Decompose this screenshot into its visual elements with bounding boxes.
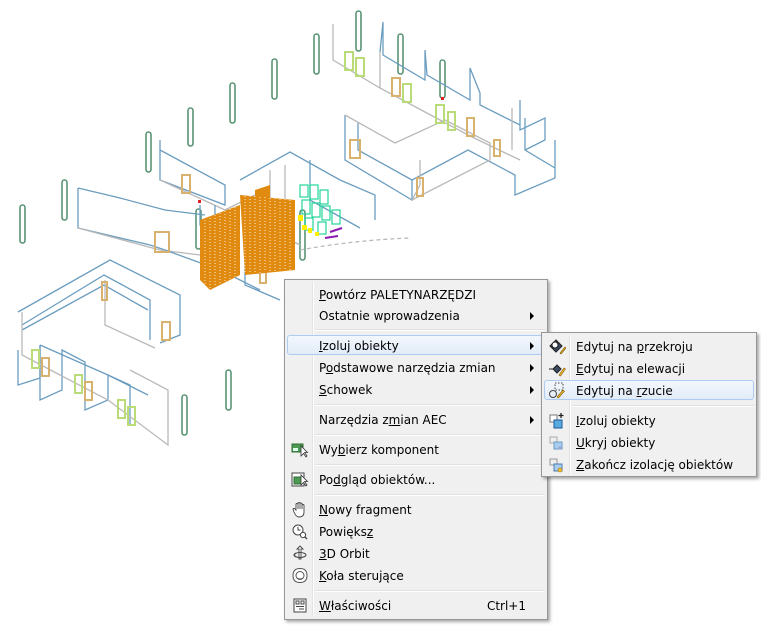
menu-item-label: Narzędzia zmian AEC — [319, 413, 447, 427]
column — [225, 369, 232, 411]
fixtures-purple — [324, 227, 343, 239]
menu-separator — [315, 494, 545, 496]
select-component-icon — [291, 443, 309, 458]
column — [355, 10, 362, 52]
menu-item-pan[interactable]: Nowy fragment — [287, 499, 545, 519]
icon-gutter — [569, 335, 571, 474]
doors-windows-top-right — [344, 51, 501, 197]
pan-hand-icon — [292, 502, 305, 518]
menu-item-label: Właściwości — [319, 599, 392, 613]
menu-item-label: Powtórz PALETYNARZĘDZI — [319, 288, 476, 302]
column — [439, 59, 446, 99]
menu-item-label: Zakończ izolację obiektów — [576, 458, 734, 472]
submenu-item-edit-in-elevation[interactable]: Edytuj na elewacji — [544, 358, 754, 378]
menu-separator — [315, 464, 545, 466]
menu-item-label: Edytuj na przekroju — [576, 340, 693, 354]
column — [181, 394, 188, 436]
menu-item-label: 3D Orbit — [319, 547, 370, 561]
hide-objects-icon — [549, 436, 563, 450]
icon-gutter — [312, 282, 314, 617]
menu-item-label: Koła sterujące — [319, 569, 404, 583]
menu-item-label: Edytuj na elewacji — [576, 362, 686, 376]
submenu-arrow-icon — [530, 416, 534, 424]
submenu-arrow-icon — [530, 312, 534, 320]
isolate-objects-submenu: Edytuj na przekroju Edytuj na elewacji E… — [541, 332, 757, 477]
hatched-wall-orange — [200, 185, 295, 290]
menu-item-object-viewer[interactable]: Podgląd obiektów... — [287, 469, 545, 489]
menu-item-label: Podstawowe narzędzia zmian — [319, 361, 496, 375]
submenu-arrow-icon — [530, 386, 534, 394]
column — [397, 33, 404, 75]
menu-item-select-component[interactable]: Wybierz komponent — [287, 439, 545, 459]
submenu-item-hide-objects[interactable]: Ukryj obiekty — [544, 432, 754, 452]
hatched-wall-cyan — [299, 184, 341, 235]
menu-item-zoom[interactable]: Powiększ — [287, 521, 545, 541]
submenu-arrow-icon — [530, 342, 534, 350]
marker-red — [198, 97, 444, 203]
menu-item-label: Schowek — [319, 383, 373, 397]
menu-item-label: Izoluj obiekty — [319, 339, 399, 353]
menu-item-recent-input[interactable]: Ostatnie wprowadzenia — [287, 305, 545, 325]
menu-item-label: Podgląd obiektów... — [319, 473, 436, 487]
properties-icon — [293, 598, 307, 613]
isolate-objects-icon — [549, 413, 564, 429]
menu-item-properties[interactable]: Właściwości Ctrl+1 — [287, 595, 545, 615]
column — [229, 82, 236, 124]
menu-item-isolate-objects[interactable]: Izoluj obiekty — [287, 335, 545, 355]
doors-windows-lower-left — [31, 281, 171, 426]
submenu-item-isolate-objects[interactable]: Izoluj obiekty — [544, 410, 754, 430]
menu-item-label: Nowy fragment — [319, 503, 412, 517]
menu-item-aec-modify-tools[interactable]: Narzędzia zmian AEC — [287, 409, 545, 429]
submenu-item-edit-in-section[interactable]: Edytuj na przekroju — [544, 336, 754, 356]
zoom-realtime-icon — [292, 524, 308, 540]
end-isolation-icon — [549, 458, 563, 473]
menu-separator — [315, 329, 545, 331]
column — [271, 58, 278, 100]
menu-separator — [315, 404, 545, 406]
hatch-texture — [204, 196, 291, 288]
column — [187, 107, 194, 147]
object-viewer-icon — [291, 472, 309, 487]
column — [19, 204, 26, 244]
orbit-icon — [293, 545, 307, 560]
column — [145, 131, 152, 173]
context-menu: Powtórz PALETYNARZĘDZI Ostatnie wprowadz… — [284, 279, 548, 620]
column — [313, 33, 320, 75]
menu-separator — [315, 434, 545, 436]
menu-item-label: Powiększ — [319, 525, 374, 539]
menu-item-label: Ostatnie wprowadzenia — [319, 309, 460, 323]
menu-item-label: Wybierz komponent — [319, 443, 439, 457]
submenu-item-edit-in-plan[interactable]: Edytuj na rzucie — [544, 380, 754, 400]
menu-item-steering-wheels[interactable]: Koła sterujące — [287, 565, 545, 585]
edit-in-plan-icon — [549, 382, 565, 399]
edit-in-section-icon — [549, 339, 566, 355]
edit-in-elevation-icon — [549, 364, 566, 377]
menu-item-repeat-tool-palettes[interactable]: Powtórz PALETYNARZĘDZI — [287, 284, 545, 304]
menu-item-clipboard[interactable]: Schowek — [287, 379, 545, 399]
menu-separator — [315, 590, 545, 592]
steering-wheel-icon — [292, 567, 308, 584]
wall-block-lower-left — [17, 259, 181, 447]
menu-item-basic-modify-tools[interactable]: Podstawowe narzędzia zmian — [287, 357, 545, 377]
menu-item-3d-orbit[interactable]: 3D Orbit — [287, 543, 545, 563]
submenu-item-end-isolation[interactable]: Zakończ izolację obiektów — [544, 454, 754, 474]
menu-item-shortcut: Ctrl+1 — [486, 599, 526, 613]
menu-item-label: Izoluj obiekty — [576, 414, 656, 428]
fixtures-yellow — [298, 215, 319, 236]
submenu-arrow-icon — [530, 364, 534, 372]
menu-item-label: Edytuj na rzucie — [576, 384, 673, 398]
column — [61, 179, 68, 221]
menu-separator — [572, 405, 754, 407]
menu-item-label: Ukryj obiekty — [576, 436, 656, 450]
